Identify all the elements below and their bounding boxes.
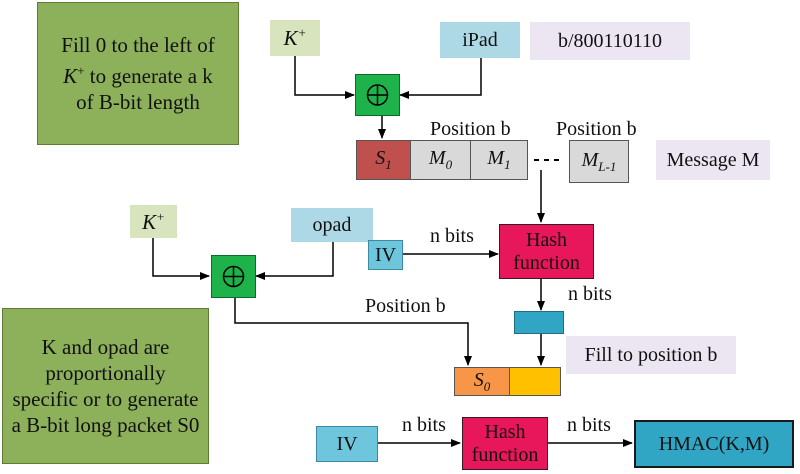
ipad-label: iPad (462, 28, 498, 51)
arrow-opad-to-xor (255, 242, 334, 280)
segment-s0-base: S (473, 368, 484, 391)
iv-label-2: IV (336, 432, 358, 455)
xor-top (355, 74, 400, 116)
note-fill-zero-k-sup: + (77, 63, 85, 78)
hash-function-1-label: Hash function (513, 228, 580, 274)
segment-s1-sub: 1 (385, 157, 392, 172)
note-opad-s0: K and opad are proportionally specific o… (2, 308, 209, 464)
xor-mid-icon (222, 265, 245, 288)
segment-s1-base: S (375, 147, 386, 169)
position-label-a: Position b (430, 118, 511, 140)
hash-output-block (514, 311, 564, 334)
hmac-output-label: HMAC(K,M) (658, 432, 770, 455)
n-bits-label-4: n bits (567, 414, 611, 436)
xor-mid (211, 255, 256, 298)
segment-m0-base: M (428, 147, 446, 169)
segment-mlast-base: M (581, 148, 599, 171)
segment-s0: S0 (454, 367, 510, 396)
ipad-box: iPad (440, 22, 520, 58)
arrow-kplus-mid-to-xor (152, 238, 210, 280)
note-fill-zero-pre: Fill 0 to the left of (61, 33, 215, 57)
iv-box-1: IV (368, 240, 403, 270)
segment-s0-sub: 0 (483, 378, 491, 394)
note-fill-zero: Fill 0 to the left of K+ to generate a k… (37, 2, 239, 145)
note-fill-zero-post: to generate a k of B-bit length (76, 64, 213, 114)
k-plus-top-k: K (283, 26, 298, 50)
k-plus-top-sup: + (297, 25, 307, 40)
note-fill-zero-k: K (63, 64, 78, 88)
segment-m1-base: M (487, 147, 505, 169)
segment-s1: S1 (356, 140, 411, 180)
segment-s0-fill (509, 367, 561, 396)
arrow-ipad-to-xor (399, 58, 482, 99)
n-bits-label-1: n bits (430, 225, 474, 247)
segment-m1: M1 (470, 140, 528, 180)
message-m-box: Message M (656, 140, 770, 180)
k-plus-top: K+ (270, 20, 320, 56)
iv-box-2: IV (316, 426, 378, 462)
k-plus-mid-sup: + (156, 208, 165, 224)
segment-m1-sub: 1 (504, 157, 511, 172)
segment-mlast: ML-1 (569, 140, 629, 183)
position-label-b: Position b (556, 118, 637, 140)
fill-position-box: Fill to position b (566, 336, 736, 374)
opad-box: opad (291, 208, 373, 242)
k-plus-mid-k: K (142, 209, 157, 234)
hash-function-1: Hash function (499, 224, 594, 279)
n-bits-label-3: n bits (402, 414, 446, 436)
hmac-output-box: HMAC(K,M) (634, 420, 794, 468)
xor-top-icon (366, 84, 389, 106)
n-bits-label-2: n bits (568, 283, 612, 305)
segment-mlast-sub: L-1 (598, 158, 617, 174)
hash-function-2: Hash function (462, 417, 548, 470)
segment-m0: M0 (410, 140, 471, 180)
position-label-c: Position b (365, 295, 446, 317)
segment-m0-sub: 0 (445, 157, 453, 172)
arrow-xor2-to-s0 (234, 298, 472, 366)
arrow-kplus-top-to-xor (294, 56, 355, 99)
ipad-value: b/800110110 (557, 29, 663, 52)
note-opad-s0-text: K and opad are proportionally specific o… (11, 335, 200, 437)
fill-position-label: Fill to position b (584, 343, 718, 366)
iv-label-1: IV (374, 243, 397, 266)
message-m-label: Message M (666, 148, 760, 171)
opad-label: opad (312, 213, 352, 236)
k-plus-mid: K+ (130, 205, 177, 238)
ipad-value-box: b/800110110 (530, 22, 690, 60)
hash-function-2-label: Hash function (471, 420, 539, 466)
